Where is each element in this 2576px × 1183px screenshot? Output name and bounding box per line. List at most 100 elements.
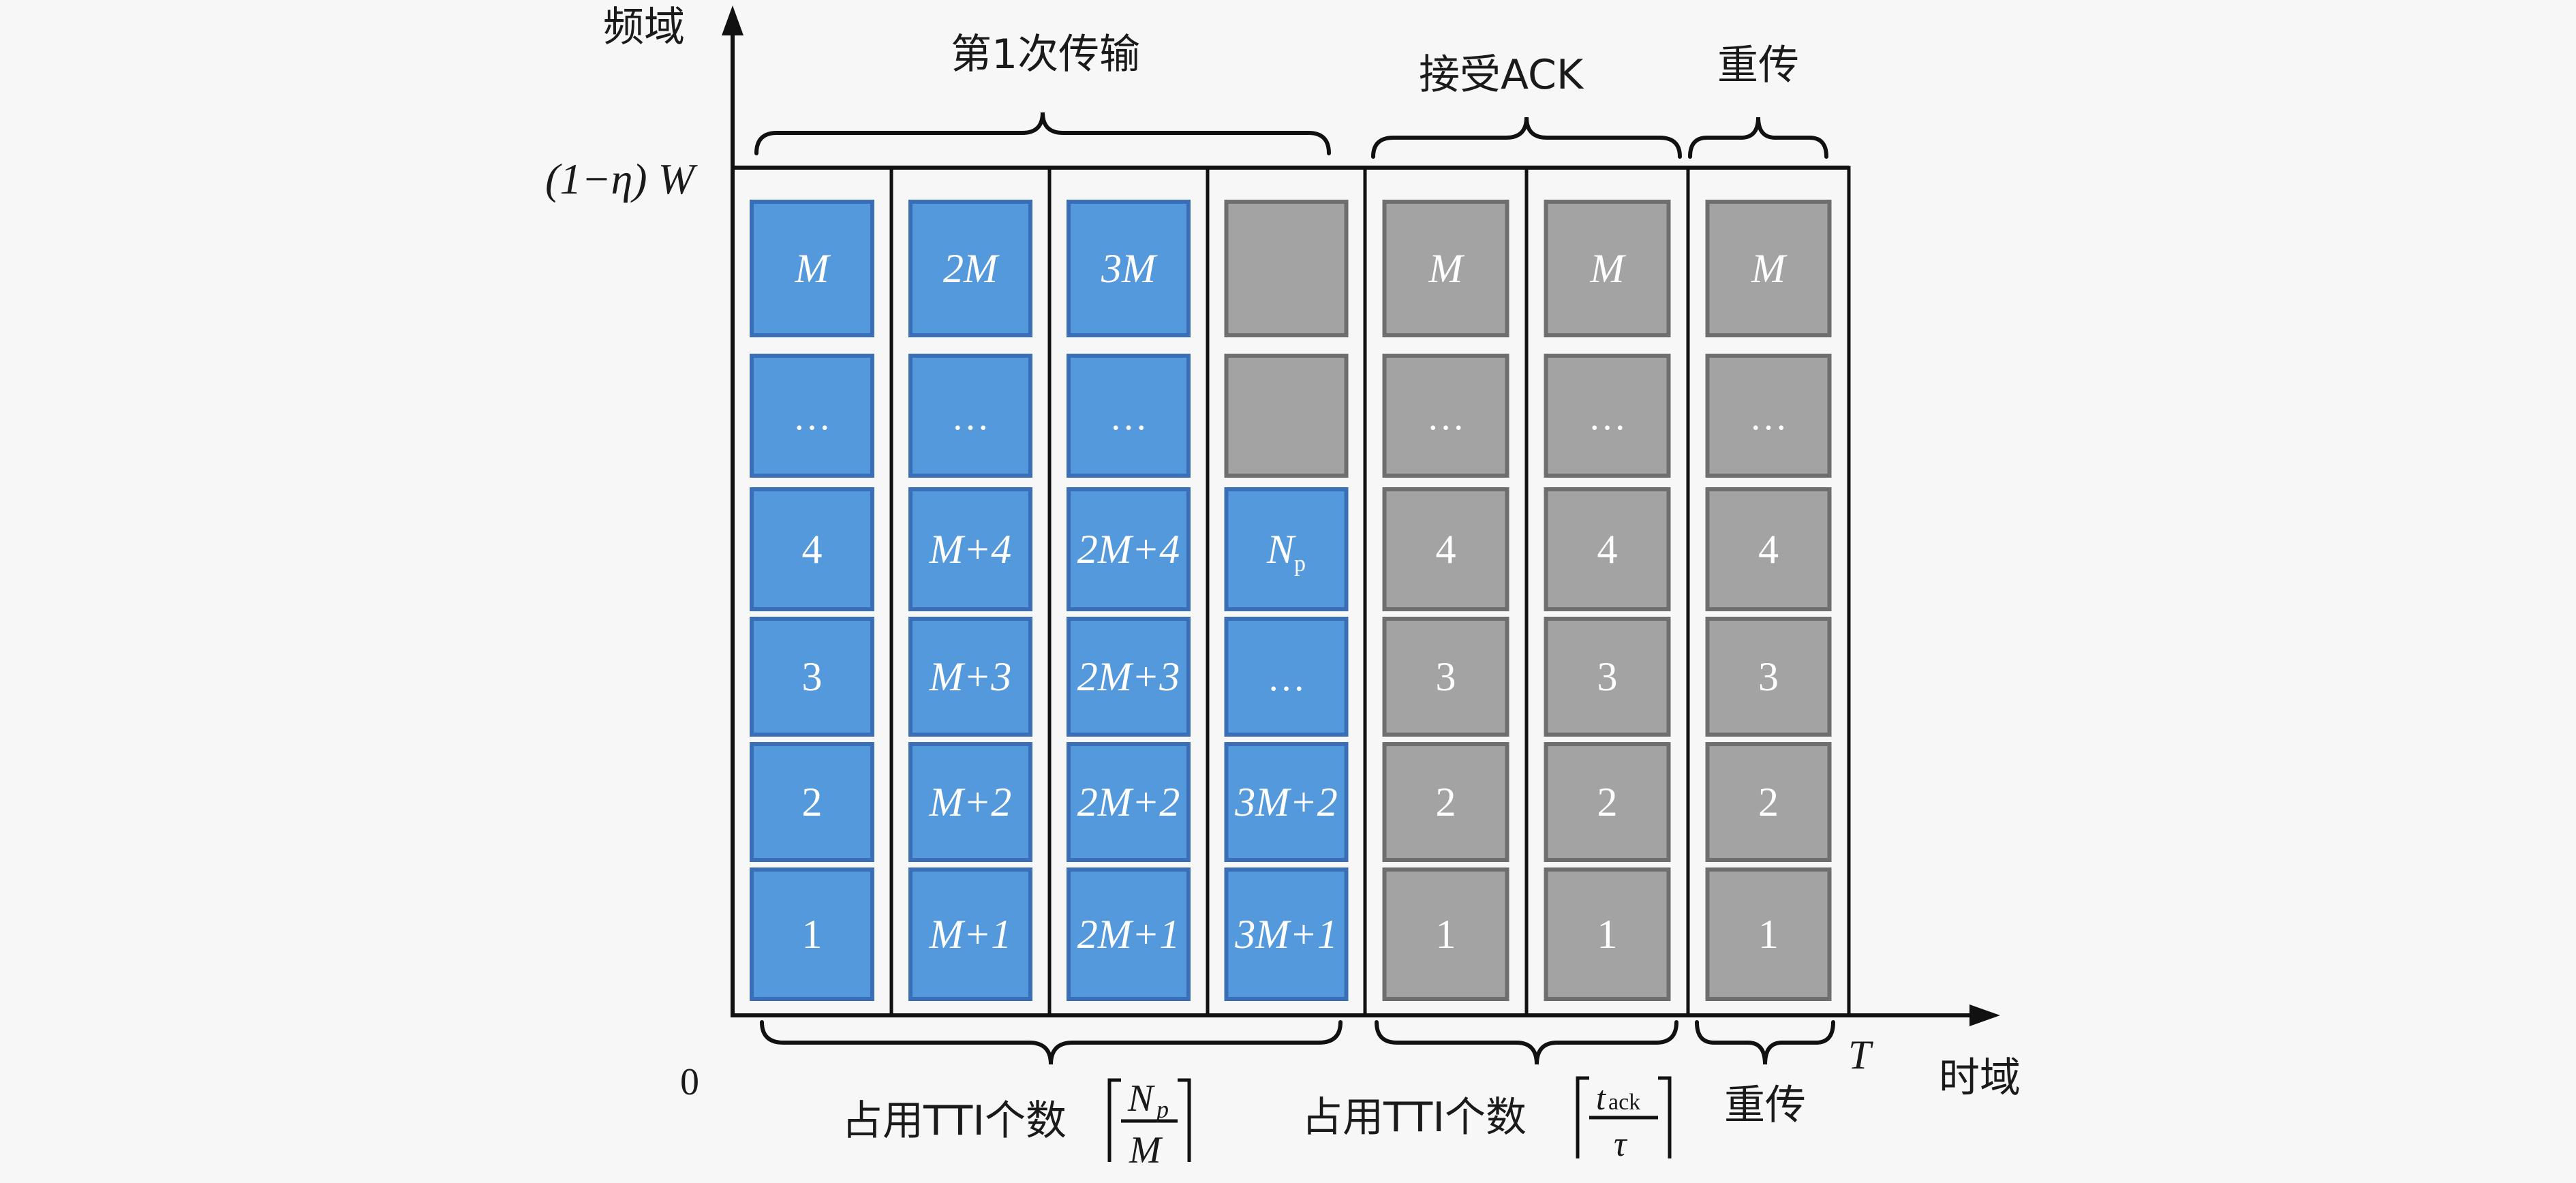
x-axis-label: 时域 <box>1939 1054 2021 1102</box>
cell-label-c4-r4: … <box>1268 657 1306 699</box>
x-end-label: T <box>1848 1032 1873 1077</box>
brace-tti-ack <box>1375 1020 1678 1065</box>
cell-c1-r5 <box>750 742 874 862</box>
cell-c4-r2 <box>1224 354 1349 478</box>
cell-label-c3-r4: 2M+3 <box>1077 654 1180 699</box>
cell-label-c7-r1: M <box>1751 246 1788 291</box>
ceil-left-bracket-2 <box>1576 1076 1589 1158</box>
cell-c1-r6 <box>750 867 874 1001</box>
cell-grid: M…43212M…M+4M+3M+2M+13M…2M+42M+32M+22M+1… <box>750 200 1832 1001</box>
cell-label-c3-r3: 2M+4 <box>1077 527 1180 572</box>
frac1-numerator: N <box>1127 1077 1155 1120</box>
cell-label-c2-r4: M+3 <box>929 654 1011 699</box>
cell-label-c6-r1: M <box>1590 246 1627 291</box>
cell-label-c5-r2: … <box>1427 396 1465 438</box>
cell-c3-r3 <box>1067 487 1191 611</box>
cell-c6-r3 <box>1544 487 1671 611</box>
cell-c5-r6 <box>1382 867 1509 1001</box>
cell-label-c3-r1: 3M <box>1101 246 1158 291</box>
cell-label-c1-r4: 3 <box>802 654 823 699</box>
cell-c2-r3 <box>908 487 1032 611</box>
cell-label-c1-r5: 2 <box>802 780 823 825</box>
cell-c6-r5 <box>1544 742 1671 862</box>
cell-c4-r6 <box>1224 867 1349 1001</box>
tti-count-ack-label: 占用TTI个数 t ack τ <box>1302 1076 1672 1164</box>
cell-label-c2-r2: … <box>951 396 990 438</box>
y-top-value: (1−η) W <box>545 155 699 203</box>
cell-c3-r5 <box>1067 742 1191 862</box>
cell-label-c5-r3: 4 <box>1436 527 1456 572</box>
cell-c6-r1 <box>1544 200 1671 337</box>
cell-label-c2-r1: 2M <box>943 246 1000 291</box>
frac1-numerator-sub: p <box>1154 1096 1169 1123</box>
cell-c3-r6 <box>1067 867 1191 1001</box>
top-braces <box>754 112 1828 159</box>
brace-tti-first <box>760 1020 1343 1065</box>
first-transmission-label: 第1次传输 <box>951 31 1140 78</box>
cell-label-c4-r6: 3M+1 <box>1234 912 1337 957</box>
y-axis-label: 频域 <box>603 3 685 51</box>
cell-label-c2-r5: M+2 <box>929 780 1011 825</box>
cell-label-c6-r5: 2 <box>1597 780 1618 825</box>
cell-label-c4-r5: 3M+2 <box>1234 780 1337 825</box>
brace-retransmit-top <box>1688 117 1828 159</box>
cell-label-c6-r3: 4 <box>1597 527 1618 572</box>
cell-label-c1-r3: 4 <box>802 527 823 572</box>
cell-c3-r1 <box>1067 200 1191 337</box>
cell-label-c2-r6: M+1 <box>929 912 1011 957</box>
cell-c2-r1 <box>908 200 1032 337</box>
cell-label-c2-r3: M+4 <box>929 527 1011 572</box>
ceiling-fraction-tack-over-tau <box>1576 1076 1672 1158</box>
cell-label-c7-r4: 3 <box>1758 654 1779 699</box>
cell-c7-r2 <box>1705 354 1832 478</box>
cell-c2-r6 <box>908 867 1032 1001</box>
cell-c5-r1 <box>1382 200 1509 337</box>
cell-c3-r4 <box>1067 617 1191 737</box>
cell-label-c5-r5: 2 <box>1436 780 1456 825</box>
cell-c6-r6 <box>1544 867 1671 1001</box>
y-axis-arrow <box>722 5 743 35</box>
cell-label-c7-r3: 4 <box>1758 527 1779 572</box>
frac2-numerator-sub: ack <box>1608 1090 1640 1115</box>
cell-c7-r6 <box>1705 867 1832 1001</box>
cell-c7-r5 <box>1705 742 1832 862</box>
cell-label-c1-r6: 1 <box>802 912 823 957</box>
cell-label-c6-r2: … <box>1589 396 1627 438</box>
cell-label-c3-r2: … <box>1109 396 1148 438</box>
cell-label-c5-r4: 3 <box>1436 654 1456 699</box>
ceil-left-bracket <box>1107 1078 1121 1162</box>
cell-c4-r3 <box>1224 487 1349 611</box>
cell-label-c4-r3: Np <box>1266 527 1306 577</box>
tti-prefix-1: 占用TTI个数 <box>842 1097 1067 1145</box>
frac2-numerator: t <box>1596 1079 1606 1117</box>
brace-first-transmission <box>754 112 1331 155</box>
cell-label-c5-r1: M <box>1428 246 1465 291</box>
tti-prefix-2: 占用TTI个数 <box>1302 1094 1527 1141</box>
cell-c6-r4 <box>1544 617 1671 737</box>
cell-label-c3-r5: 2M+2 <box>1077 780 1180 825</box>
cell-c2-r4 <box>908 617 1032 737</box>
retransmit-top-label: 重传 <box>1717 42 1799 89</box>
x-axis-arrow <box>1969 1004 2000 1026</box>
retransmit-bottom-label: 重传 <box>1724 1081 1806 1129</box>
cell-label-c7-r6: 1 <box>1758 912 1779 957</box>
cell-label-c1-r1: M <box>795 246 831 291</box>
brace-receive-ack <box>1371 117 1682 159</box>
bottom-braces <box>760 1020 1835 1065</box>
cell-c3-r2 <box>1067 354 1191 478</box>
cell-c2-r2 <box>908 354 1032 478</box>
origin-label: 0 <box>680 1061 699 1103</box>
cell-c5-r2 <box>1382 354 1509 478</box>
cell-label-c7-r2: … <box>1749 396 1788 438</box>
ceil-right-bracket <box>1178 1078 1191 1162</box>
cell-label-c3-r6: 2M+1 <box>1077 912 1180 957</box>
cell-c1-r3 <box>750 487 874 611</box>
cell-c5-r3 <box>1382 487 1509 611</box>
frac2-denominator: τ <box>1614 1125 1628 1164</box>
cell-c4-r4 <box>1224 617 1349 737</box>
ceiling-fraction-np-over-m <box>1107 1078 1191 1162</box>
cell-label-c7-r5: 2 <box>1758 780 1779 825</box>
cell-label-c6-r6: 1 <box>1597 912 1618 957</box>
cell-c2-r5 <box>908 742 1032 862</box>
cell-c7-r4 <box>1705 617 1832 737</box>
